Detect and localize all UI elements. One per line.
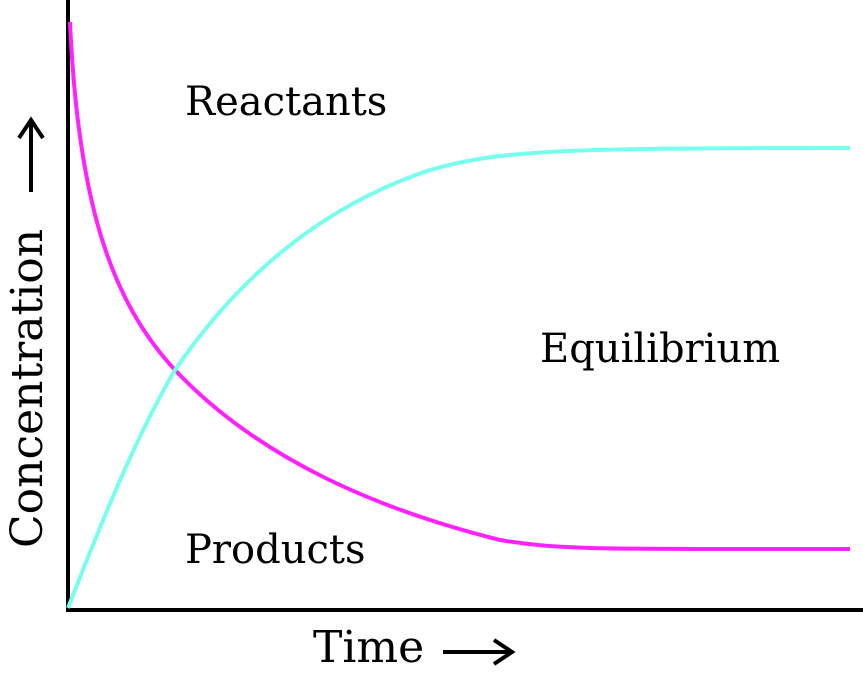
x-axis-label: Time	[313, 622, 424, 673]
products-label: Products	[185, 527, 366, 573]
y-axis-label: Concentration	[2, 229, 53, 548]
equilibrium-label: Equilibrium	[540, 326, 780, 372]
x-axis-arrow-icon	[443, 638, 516, 666]
reactants-curve	[68, 21, 851, 552]
products-curve	[66, 146, 851, 609]
reactants-label: Reactants	[185, 79, 387, 125]
y-axis-arrow-icon	[17, 116, 45, 192]
